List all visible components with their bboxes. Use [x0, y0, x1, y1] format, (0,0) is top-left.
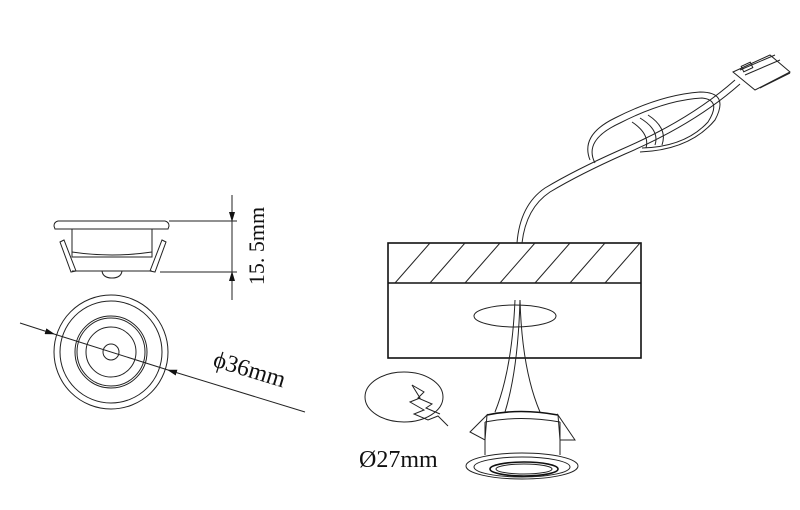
height-dimension: 15. 5mm [160, 195, 269, 300]
cable [494, 79, 741, 413]
top-view [53, 294, 169, 410]
fixture-installed [465, 410, 579, 480]
side-view [53, 220, 170, 279]
height-label: 15. 5mm [244, 207, 269, 285]
cutout-detail: Ø27mm [359, 371, 449, 473]
connector [732, 54, 791, 91]
cutout-diameter-label: Ø27mm [359, 447, 438, 473]
